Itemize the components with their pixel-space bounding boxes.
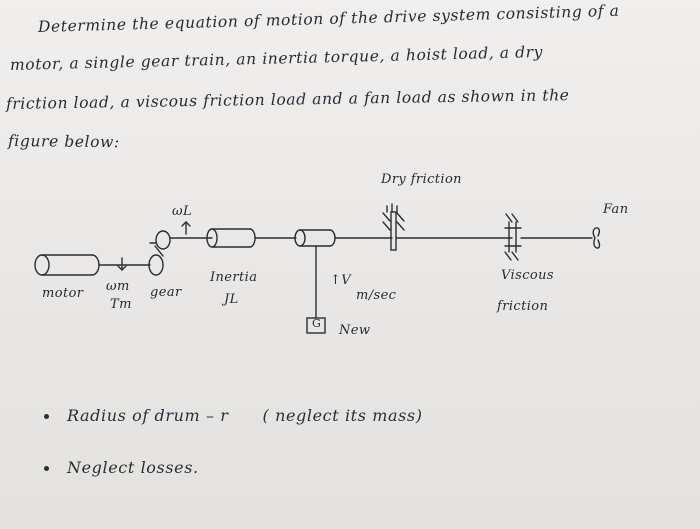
fan-element [592,227,601,249]
gear-pair [148,230,171,276]
jl-label: JL [224,292,239,307]
note-radius-text: Radius of drum – r [67,406,229,425]
velocity-label: ↑V [330,273,352,288]
new-label: New [339,323,371,338]
gear-label: gear [150,285,182,300]
friction-label: friction [497,299,549,314]
inertia-cylinder [206,228,256,248]
note-losses-text: Neglect losses. [67,458,199,477]
wl-arrow [181,221,191,235]
wm-arrow [117,257,127,271]
note-radius: Radius of drum – r ( neglect its mass) [44,406,423,425]
wl-label: ωL [172,204,193,219]
note-radius-extra: ( neglect its mass) [262,406,423,425]
bullet-dot [44,466,49,471]
wm-label: ωm [106,279,130,294]
tm-label: Tm [110,297,132,312]
fan-label: Fan [603,202,629,217]
viscous-label: Viscous [501,268,554,283]
motor-label: motor [42,286,84,301]
velocity-unit-label: m/sec [356,288,397,303]
hoist-drum [294,229,336,247]
motor-cylinder [34,254,100,276]
dry-friction-label: Dry friction [381,172,462,187]
note-losses: Neglect losses. [44,458,199,477]
inertia-label: Inertia [210,270,258,285]
weight-g-label: G [312,317,322,330]
viscous-friction-element [504,213,522,261]
hoist-weight [306,317,326,334]
dry-friction-element [382,203,405,251]
bullet-dot [44,414,49,419]
